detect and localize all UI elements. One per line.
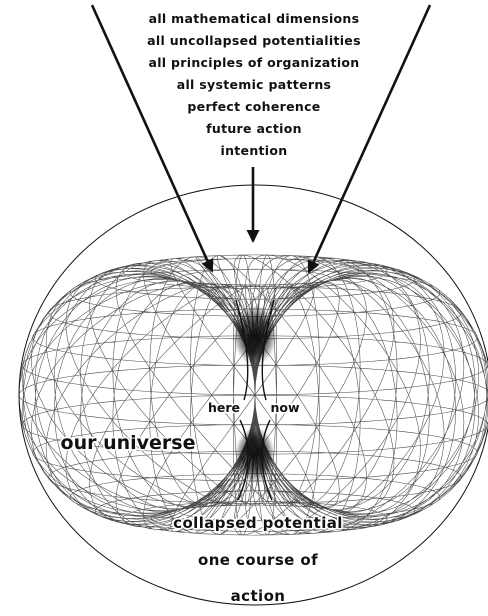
- top-label-4: all systemic patterns: [177, 77, 332, 92]
- here-label: here: [208, 400, 240, 415]
- top-label-3: all principles of organization: [148, 55, 359, 70]
- top-label-1: all mathematical dimensions: [149, 11, 360, 26]
- top-label-6: future action: [206, 121, 302, 136]
- top-label-7: intention: [221, 143, 288, 158]
- top-labels: all mathematical dimensions all uncollap…: [147, 11, 361, 158]
- our-universe-label: our universe: [61, 432, 196, 454]
- bottom-labels: collapsed potential one course of action: [173, 514, 343, 605]
- bottom-label-2: one course of: [198, 551, 318, 569]
- bottom-label-3: action: [231, 587, 286, 605]
- top-label-2: all uncollapsed potentialities: [147, 33, 361, 48]
- top-label-5: perfect coherence: [187, 99, 320, 114]
- torus-wireframe: [19, 185, 488, 605]
- wireframe-lines: [19, 255, 488, 535]
- bottom-label-1: collapsed potential: [173, 514, 343, 532]
- now-label: now: [270, 400, 299, 415]
